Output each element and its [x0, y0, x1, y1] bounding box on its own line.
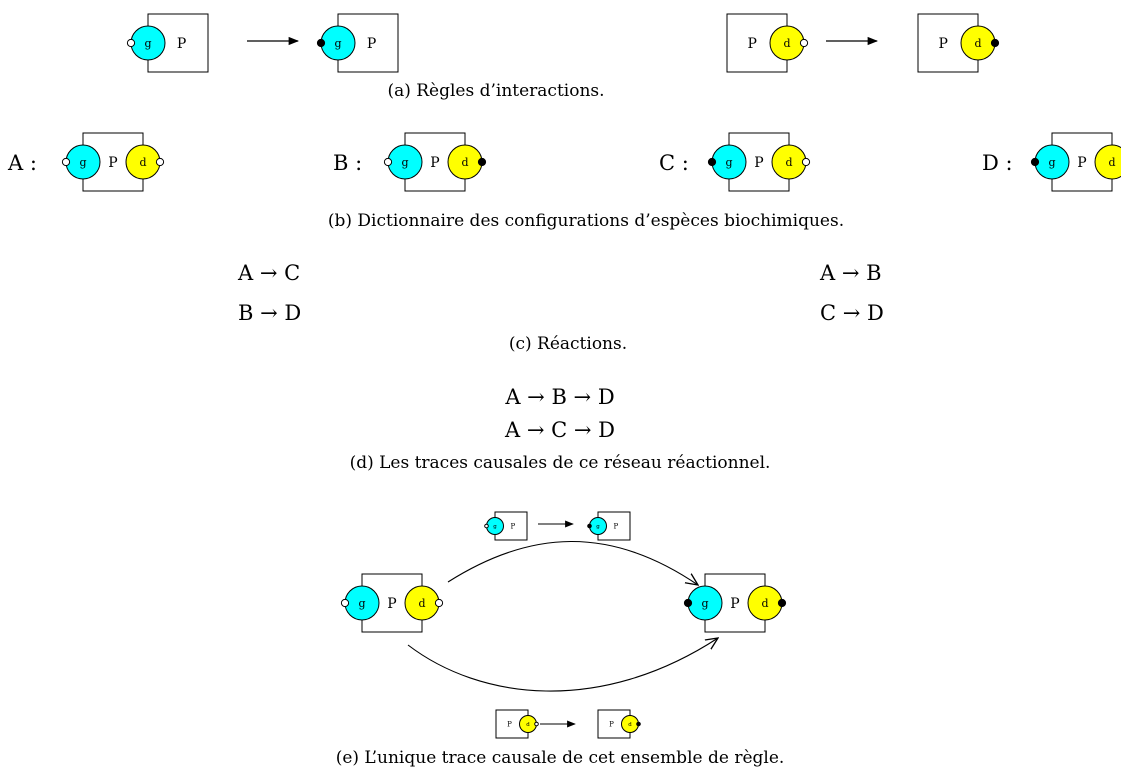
- reaction-right-1: A → B: [819, 261, 882, 285]
- g-state-dot: [340, 598, 350, 608]
- d-state-dot: [155, 157, 165, 167]
- caption-e: (e) L’unique trace causale de cet ensemb…: [336, 748, 785, 768]
- g-site-label: g: [596, 524, 600, 530]
- rule-d-lhs: dP: [726, 13, 809, 73]
- g-site-label: g: [1048, 156, 1055, 169]
- d-site: [1094, 144, 1121, 180]
- trace-line-2: A → C → D: [504, 418, 615, 442]
- caption-a: (a) Règles d’interactions.: [387, 81, 604, 101]
- d-site-label: d: [461, 156, 468, 169]
- g-state-dot: [707, 157, 717, 167]
- d-state-dot: [636, 721, 641, 727]
- panel-e-causal-trace: (e) L’unique trace causale de cet ensemb…: [336, 520, 785, 768]
- rule-d-rhs: dP: [917, 13, 1000, 73]
- panel-d-traces: A → B → D A → C → D (d) Les traces causa…: [350, 385, 771, 473]
- mini-rule-d-lhs: dP: [495, 709, 539, 739]
- d-state-dot: [434, 598, 444, 608]
- d-state-dot: [477, 157, 487, 167]
- species-label-b: B :: [333, 151, 362, 175]
- d-state-dot: [799, 38, 809, 48]
- d-site-label: d: [139, 156, 146, 169]
- d-site-label: d: [974, 37, 981, 50]
- caption-c: (c) Réactions.: [509, 334, 627, 354]
- caption-d: (d) Les traces causales de ce réseau réa…: [350, 453, 771, 473]
- d-state-dot: [801, 157, 811, 167]
- agent-name-label: P: [177, 36, 186, 52]
- g-state-dot: [683, 598, 693, 608]
- agent-name-label: P: [430, 155, 439, 171]
- g-state-dot: [316, 38, 326, 48]
- g-state-dot: [587, 523, 592, 529]
- panel-a-rules: (a) Règles d’interactions.: [247, 36, 879, 101]
- trace-arc-bottom: [407, 638, 718, 692]
- d-site-label: d: [785, 156, 792, 169]
- agent-name-label: P: [754, 155, 763, 171]
- g-site-label: g: [358, 597, 365, 610]
- reaction-left-1: A → C: [237, 261, 300, 285]
- agent-name-label: P: [938, 36, 947, 52]
- g-site-label: g: [144, 37, 151, 50]
- agent-name-label: P: [614, 523, 619, 531]
- reaction-right-2: C → D: [820, 301, 884, 325]
- panel-b-dictionary: A : B : C : D : (b) Dictionnaire des con…: [7, 151, 1013, 231]
- agent-name-label: P: [387, 596, 396, 612]
- d-state-dot: [990, 38, 1000, 48]
- g-site-label: g: [334, 37, 341, 50]
- agent-name-label: P: [507, 721, 512, 729]
- g-state-dot: [383, 157, 393, 167]
- g-state-dot: [126, 38, 136, 48]
- g-site-label: g: [725, 156, 732, 169]
- g-state-dot: [484, 523, 489, 529]
- species-label-d: D :: [982, 151, 1013, 175]
- d-site-label: d: [1108, 156, 1115, 169]
- d-site-label: d: [783, 37, 790, 50]
- species-label-c: C :: [659, 151, 689, 175]
- g-site-label: g: [493, 524, 497, 530]
- agent-name-label: P: [1077, 155, 1086, 171]
- agent-name-label: P: [511, 523, 516, 531]
- agent-name-label: P: [108, 155, 117, 171]
- agent-name-label: P: [367, 36, 376, 52]
- trace-line-1: A → B → D: [504, 385, 614, 409]
- g-state-dot: [1030, 157, 1040, 167]
- d-site-label: d: [628, 722, 632, 728]
- reaction-left-2: B → D: [238, 301, 301, 325]
- g-site-label: g: [79, 156, 86, 169]
- panel-c-reactions: A → C B → D A → B C → D (c) Réactions.: [237, 261, 884, 354]
- d-site-label: d: [526, 722, 530, 728]
- agent-name-label: P: [609, 721, 614, 729]
- d-state-dot: [534, 721, 539, 727]
- d-site-label: d: [761, 597, 768, 610]
- species-label-a: A :: [7, 151, 37, 175]
- trace-arc-top: [447, 541, 698, 585]
- agent-name-label: P: [730, 596, 739, 612]
- g-site-label: g: [701, 597, 708, 610]
- g-state-dot: [61, 157, 71, 167]
- mini-rule-d-rhs: dP: [597, 709, 641, 739]
- agent-name-label: P: [747, 36, 756, 52]
- caption-b: (b) Dictionnaire des configurations d’es…: [328, 211, 844, 231]
- d-state-dot: [777, 598, 787, 608]
- d-site-label: d: [418, 597, 425, 610]
- g-site-label: g: [401, 156, 408, 169]
